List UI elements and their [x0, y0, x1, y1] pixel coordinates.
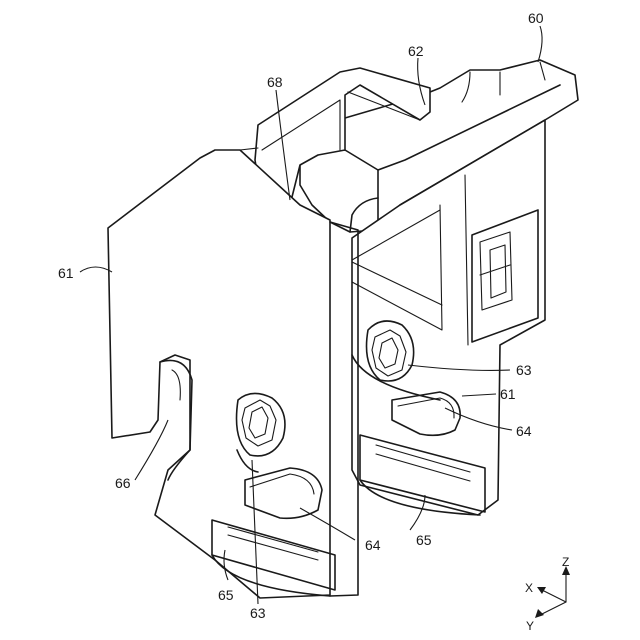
axis-z-label: Z — [562, 555, 569, 569]
label-63-lower: 63 — [250, 605, 266, 621]
label-65-lower: 65 — [218, 587, 234, 603]
label-65-right: 65 — [416, 532, 432, 548]
label-60: 60 — [528, 10, 544, 26]
label-61-right: 61 — [500, 386, 516, 402]
label-64-lower: 64 — [365, 537, 381, 553]
label-64-right: 64 — [516, 423, 532, 439]
coordinate-axes: Z X Y — [525, 555, 570, 633]
front-plate — [108, 148, 358, 598]
axis-y-label: Y — [526, 619, 534, 633]
axis-x-label: X — [525, 581, 533, 595]
label-62: 62 — [408, 43, 424, 59]
label-66: 66 — [115, 475, 131, 491]
label-68: 68 — [267, 74, 283, 90]
label-61-left: 61 — [58, 265, 74, 281]
label-63-upper: 63 — [516, 362, 532, 378]
